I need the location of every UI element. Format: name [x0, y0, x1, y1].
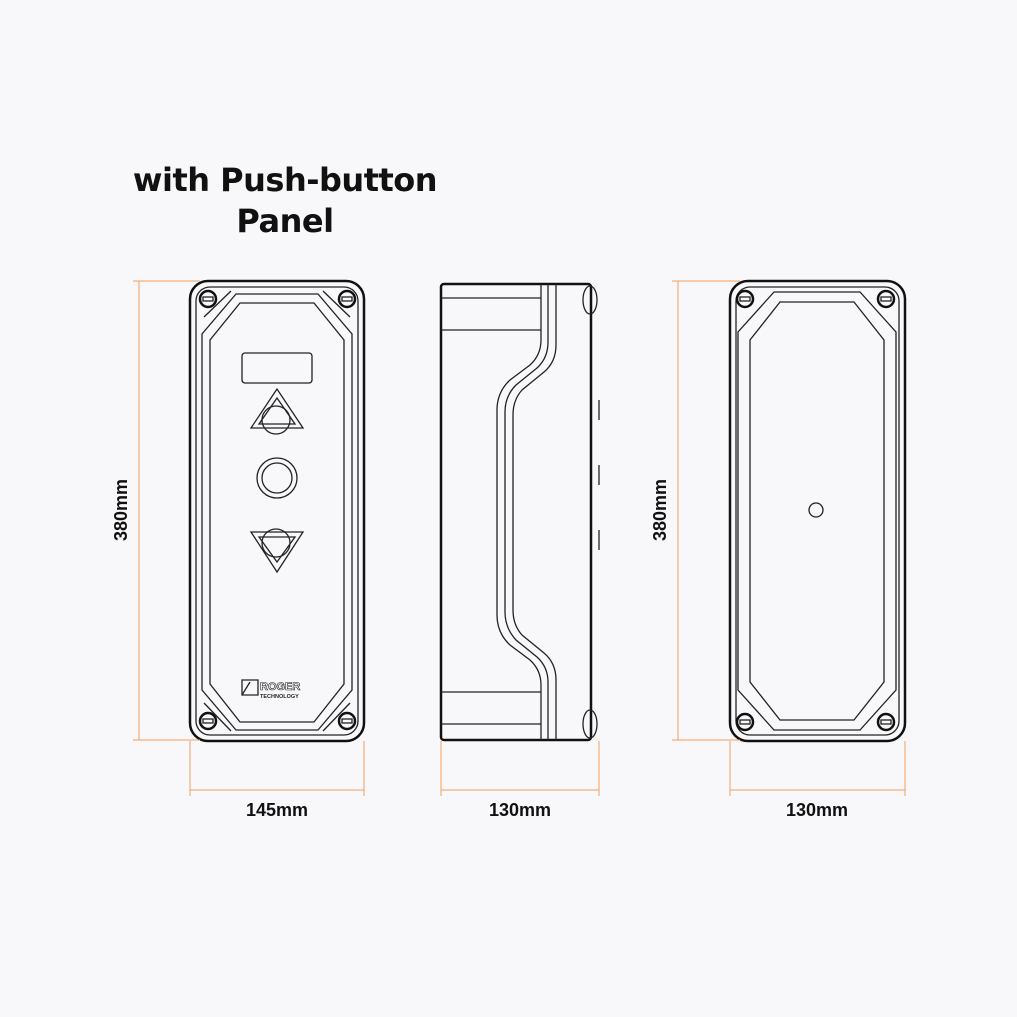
- back-height-label: 380mm: [650, 479, 670, 541]
- back-height-dimension: 380mm: [650, 280, 740, 741]
- front-width-label: 145mm: [246, 800, 308, 820]
- side-view: [439, 282, 600, 742]
- front-height-dimension: 380mm: [111, 280, 200, 741]
- side-width-label: 130mm: [489, 800, 551, 820]
- front-width-dimension: 145mm: [189, 741, 365, 820]
- side-width-dimension: 130mm: [440, 741, 600, 820]
- screws: [198, 289, 357, 731]
- logo-subtext: TECHNOLOGY: [260, 694, 299, 700]
- logo-text: ROGER: [260, 681, 300, 693]
- back-width-label: 130mm: [786, 800, 848, 820]
- back-view: [728, 279, 907, 743]
- page-title: with Push-button Panel: [100, 160, 470, 242]
- back-width-dimension: 130mm: [729, 741, 906, 820]
- title-line-1: with Push-button: [132, 161, 438, 199]
- front-view: ROGER TECHNOLOGY: [188, 279, 366, 743]
- roger-logo: ROGER TECHNOLOGY: [241, 679, 301, 700]
- front-height-label: 380mm: [111, 479, 131, 541]
- title-line-2: Panel: [236, 202, 334, 240]
